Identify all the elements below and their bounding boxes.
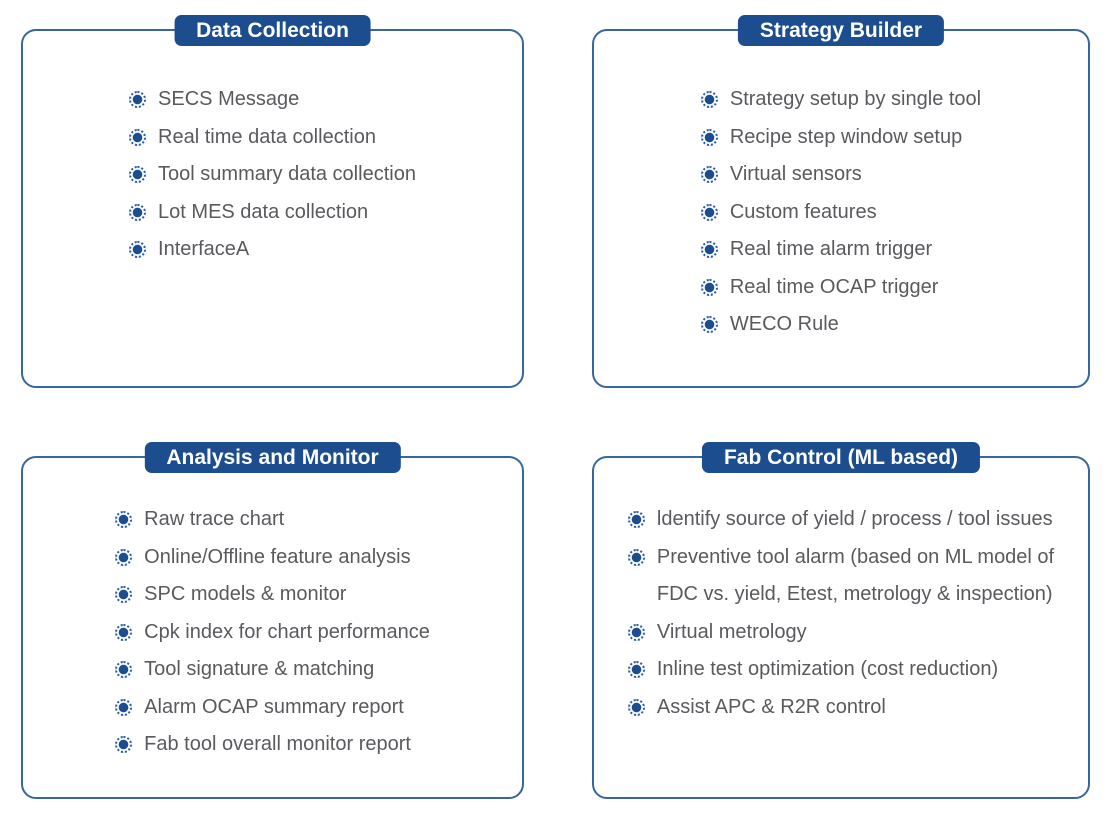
bullet-target-icon [129, 166, 147, 183]
item-text: Raw trace chart [144, 508, 285, 530]
item-text: Real time data collection [158, 125, 376, 148]
item-text: Online/Offline feature analysis [144, 545, 411, 568]
bullet-target-icon [627, 511, 645, 528]
bullet-target-icon [700, 316, 718, 333]
list-item: Real time alarm trigger [700, 231, 981, 269]
list-item: Strategy setup by single tool [700, 81, 982, 119]
bullet-target-icon [115, 586, 133, 603]
bullet-target-icon [129, 128, 147, 146]
feature-list: ldentify source of yield / process / too… [627, 458, 1055, 727]
list-item: Cpk index for chart performance [115, 614, 430, 652]
list-item: WECO Rule [700, 306, 981, 344]
item-text: Alarm OCAP summary report [144, 695, 404, 718]
bullet-target-icon [115, 623, 133, 641]
card-title: Strategy Builder [759, 19, 923, 42]
bullet-target-icon [700, 203, 718, 221]
item-text: InterfaceA [158, 238, 250, 260]
bullet-target-icon [129, 91, 147, 108]
item-text: Real time alarm trigger [729, 238, 933, 260]
list-item: InterfaceA [129, 231, 416, 269]
list-item: Recipe step window setup [700, 119, 981, 157]
item-text: Preventive tool alarm (based on ML model… [656, 545, 1055, 606]
item-text: Virtual metrology [656, 620, 807, 643]
item-text: Real time OCAP trigger [729, 275, 939, 298]
card-strategy-builder: Strategy Builder Strategy setup by singl… [592, 15, 1090, 388]
item-text: Lot MES data collection [158, 200, 369, 223]
item-text: SECS Message [158, 88, 300, 110]
bullet-target-icon [627, 548, 645, 566]
list-item: Real time OCAP trigger [700, 269, 981, 307]
item-text: WECO Rule [729, 313, 839, 335]
item-text: Cpk index for chart performance [144, 620, 430, 643]
item-text: Tool signature & matching [144, 658, 375, 680]
bullet-target-icon [129, 203, 147, 221]
list-item: Inline test optimization (cost reduction… [627, 651, 1054, 689]
bullet-target-icon [700, 91, 718, 108]
bullet-target-icon [700, 166, 718, 183]
item-text: Custom features [729, 200, 877, 223]
item-text: Tool summary data collection [158, 163, 416, 185]
bullet-target-icon [115, 661, 133, 678]
list-item: Virtual sensors [700, 156, 981, 194]
card-fab-control-ml-based: Fab Control (ML based) ldentify source o… [592, 442, 1090, 799]
item-text: Assist APC & R2R control [656, 695, 886, 718]
bullet-target-icon [115, 511, 133, 528]
item-text: Virtual sensors [729, 163, 862, 185]
list-item: Alarm OCAP summary report [115, 689, 430, 727]
card-title: Analysis and Monitor [166, 446, 379, 469]
list-item: Online/Offline feature analysis [115, 539, 430, 577]
item-text: Inline test optimization (cost reduction… [656, 658, 999, 680]
item-text: Fab tool overall monitor report [144, 733, 411, 755]
bullet-target-icon [700, 241, 718, 258]
card-banner: Fab Control (ML based) [701, 442, 981, 473]
list-item: ldentify source of yield / process / too… [627, 501, 1054, 539]
list-item: Custom features [700, 194, 981, 232]
card-banner: Strategy Builder [737, 15, 945, 46]
list-item: Raw trace chart [115, 501, 430, 539]
bullet-target-icon [627, 661, 645, 678]
card-banner: Analysis and Monitor [144, 442, 401, 473]
card-title: Fab Control (ML based) [723, 446, 959, 469]
list-item: Tool signature & matching [115, 651, 430, 689]
bullet-target-icon [627, 623, 645, 641]
bullet-target-icon [115, 548, 133, 566]
bullet-target-icon [115, 698, 133, 716]
list-item: Assist APC & R2R control [627, 689, 1054, 727]
list-item: Real time data collection [129, 119, 416, 157]
bullet-target-icon [700, 278, 718, 296]
bullet-target-icon [627, 698, 645, 716]
bullet-target-icon [129, 241, 147, 258]
item-text: Strategy setup by single tool [729, 88, 982, 110]
item-text: Recipe step window setup [729, 125, 963, 148]
item-text: ldentify source of yield / process / too… [656, 508, 1053, 530]
list-item: SPC models & monitor [115, 576, 430, 614]
list-item: Virtual metrology [627, 614, 1054, 652]
list-item: Tool summary data collection [129, 156, 416, 194]
bullet-target-icon [700, 128, 718, 146]
list-item: Preventive tool alarm (based on ML model… [627, 539, 1055, 614]
item-text: SPC models & monitor [144, 583, 347, 605]
list-item: Lot MES data collection [129, 194, 416, 232]
list-item: SECS Message [129, 81, 416, 119]
card-title: Data Collection [196, 19, 349, 42]
bullet-target-icon [115, 736, 133, 753]
list-item: Fab tool overall monitor report [115, 726, 430, 764]
card-banner: Data Collection [174, 15, 371, 46]
